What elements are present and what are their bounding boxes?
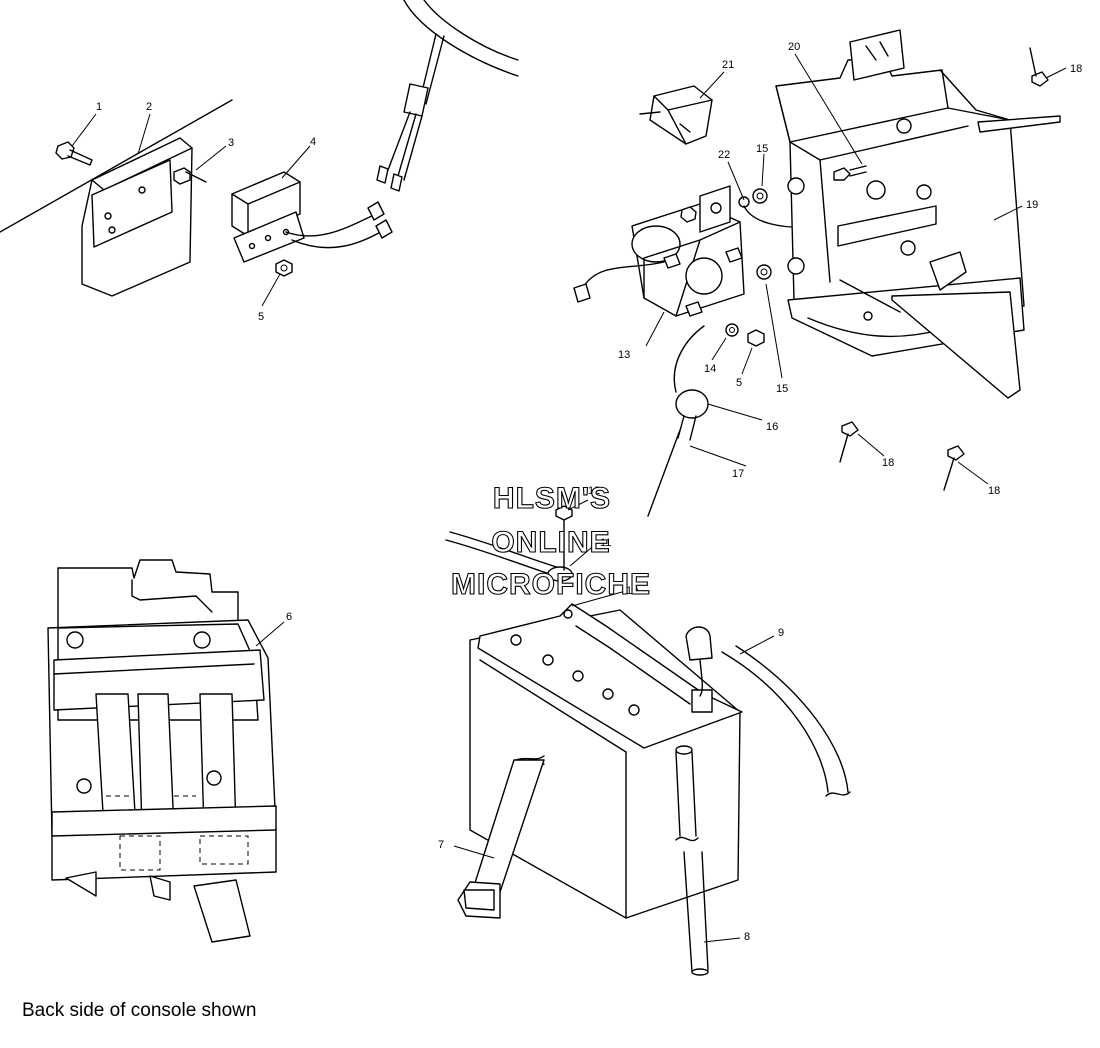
callout-19: 19 <box>1026 199 1038 211</box>
watermark-line-3: MICROFICHE <box>451 568 651 601</box>
callout-12: 12 <box>588 485 600 497</box>
callout-18-right: 18 <box>988 485 1000 497</box>
callout-leaders <box>71 53 1067 943</box>
callout-22: 22 <box>718 149 730 161</box>
callout-8: 8 <box>744 931 750 943</box>
callout-10: 10 <box>626 585 638 597</box>
callout-15-top: 15 <box>756 143 768 155</box>
battery <box>469 603 743 919</box>
part-21-terminal-cover <box>639 85 713 145</box>
callout-7: 7 <box>438 839 444 851</box>
callout-5-top: 5 <box>258 311 264 323</box>
part-3-stud <box>173 167 207 185</box>
part-8-vent-tube <box>675 745 709 976</box>
console-regulator-group <box>0 0 519 297</box>
watermark-line-1: HLSM'S <box>493 482 611 515</box>
callout-4: 4 <box>310 136 316 148</box>
part-9-cable <box>685 626 851 797</box>
callout-1: 1 <box>96 101 102 113</box>
part-6-battery-holder <box>47 559 277 943</box>
callout-17: 17 <box>732 468 744 480</box>
part-16-17-cable-boot <box>647 325 709 517</box>
part-20-screw <box>833 165 867 181</box>
callout-6: 6 <box>286 611 292 623</box>
part-19-battery-box <box>775 29 1061 399</box>
callout-3: 3 <box>228 137 234 149</box>
callout-14: 14 <box>704 363 716 375</box>
callout-18-mid: 18 <box>882 457 894 469</box>
wiring-harness <box>376 0 519 192</box>
callout-18-top: 18 <box>1070 63 1082 75</box>
battery-group <box>445 505 851 976</box>
watermark: HLSM'S ONLINE MICROFICHE <box>450 481 651 601</box>
callout-2: 2 <box>146 101 152 113</box>
callout-numbers: 1 2 3 4 5 21 20 18 22 15 19 13 14 5 15 1… <box>96 41 1082 943</box>
part-2-regulator-housing <box>81 137 193 297</box>
part-13-starter-solenoid <box>573 185 745 317</box>
part-5-nut <box>275 259 293 277</box>
callout-21: 21 <box>722 59 734 71</box>
part-18-push-rivets <box>839 47 1049 491</box>
callout-13: 13 <box>618 349 630 361</box>
part-1-bolt <box>55 141 93 166</box>
watermark-line-2: ONLINE <box>491 526 610 559</box>
diagram-caption: Back side of console shown <box>22 1000 257 1021</box>
part-7-strap <box>457 755 545 919</box>
callout-9: 9 <box>778 627 784 639</box>
callout-15-bottom: 15 <box>776 383 788 395</box>
callout-5-mid: 5 <box>736 377 742 389</box>
solenoid-bracket-group <box>573 29 1061 517</box>
part-4-regulator <box>231 171 393 263</box>
callout-20: 20 <box>788 41 800 53</box>
callout-16: 16 <box>766 421 778 433</box>
callout-11: 11 <box>600 537 611 549</box>
